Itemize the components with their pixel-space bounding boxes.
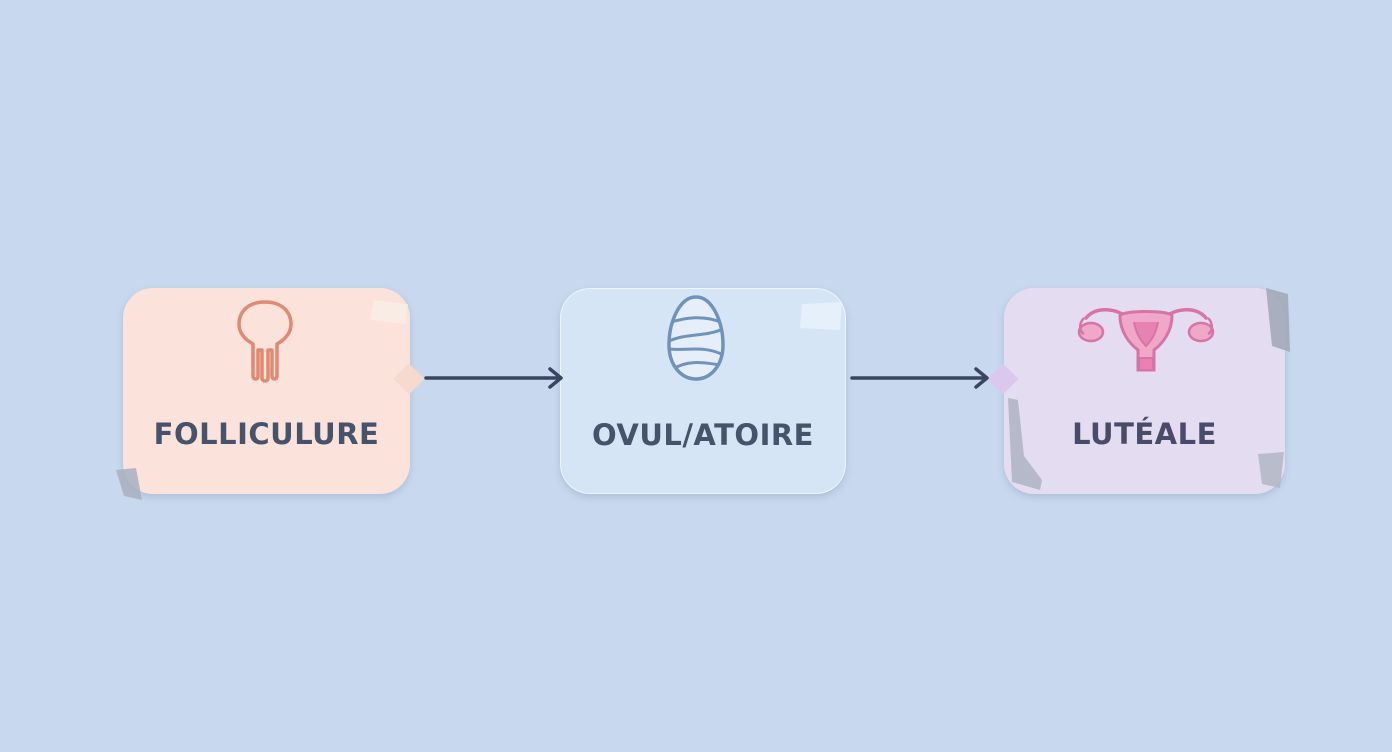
stage-label-follicular: FOLLICULURE: [153, 417, 380, 451]
stage-label-ovulatory: OVUL/ATOIRE: [592, 418, 814, 452]
arrow-ovulatory-to-luteal: [850, 367, 989, 389]
tape-decoration-luteal-bottom: [1258, 452, 1284, 488]
tape-decoration-ovulatory: [800, 302, 842, 330]
tape-decoration-luteal-top: [1266, 288, 1290, 352]
uterus-icon: [1077, 308, 1215, 372]
stage-card-follicular: FOLLICULURE: [123, 288, 410, 494]
stage-label-luteal: LUTÉALE: [1072, 417, 1217, 451]
tape-decoration-follicular: [116, 468, 142, 500]
tape-decoration-follicular-corner: [370, 300, 408, 324]
arrow-follicular-to-ovulatory: [424, 367, 563, 389]
stage-card-luteal: LUTÉALE: [1004, 288, 1285, 494]
follicle-icon: [237, 300, 293, 383]
tape-decoration-luteal-left: [1008, 398, 1042, 490]
egg-icon: [667, 295, 725, 381]
stage-card-ovulatory: OVUL/ATOIRE: [560, 288, 846, 494]
